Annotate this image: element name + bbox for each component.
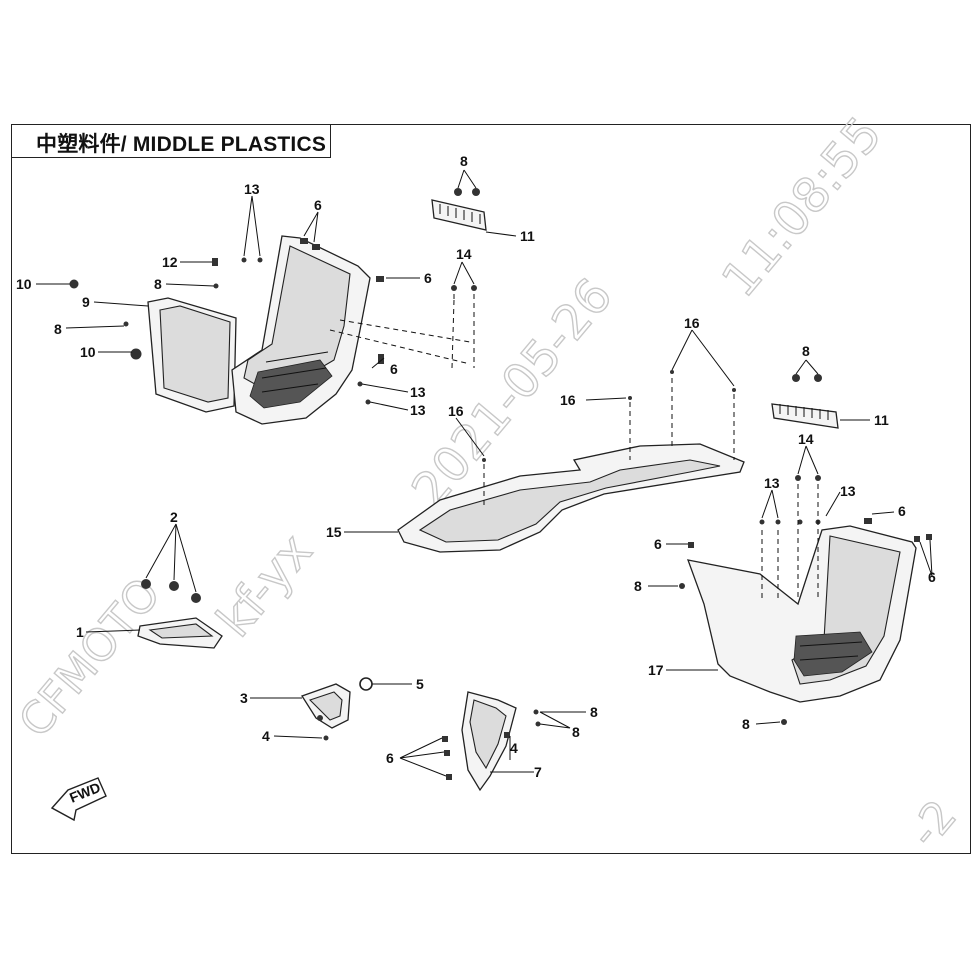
title-box xyxy=(11,124,331,158)
callout-numbers: 10 9 8 10 12 8 13 6 6 6 13 13 8 11 14 16… xyxy=(16,153,936,780)
callout-12: 12 xyxy=(162,254,178,270)
callout-14-b: 14 xyxy=(798,431,814,447)
callout-16-c: 16 xyxy=(684,315,700,331)
callout-13-b: 13 xyxy=(410,384,426,400)
watermark-brand: CFMOTO xyxy=(9,569,170,747)
callout-17: 17 xyxy=(648,662,664,678)
callout-10-b: 10 xyxy=(80,344,96,360)
callout-16-a: 16 xyxy=(448,403,464,419)
callout-6-d: 6 xyxy=(898,503,906,519)
callout-6-f: 6 xyxy=(654,536,662,552)
callout-11-a: 11 xyxy=(520,228,535,244)
fwd-arrow: FWD xyxy=(50,777,107,822)
watermark-user: kf-yx xyxy=(206,523,323,647)
clip-ring xyxy=(359,677,373,691)
small-cover xyxy=(301,683,351,729)
callout-6-b: 6 xyxy=(424,270,432,286)
page-title: 中塑料件/ MIDDLE PLASTICS xyxy=(36,133,327,156)
callout-8-c: 8 xyxy=(460,153,468,169)
callout-8-a: 8 xyxy=(54,321,62,337)
inner-panel xyxy=(461,691,517,792)
callout-4-a: 4 xyxy=(262,728,270,744)
callout-6-c: 6 xyxy=(390,361,398,377)
callout-1: 1 xyxy=(76,624,84,640)
callout-8-f: 8 xyxy=(742,716,750,732)
callout-6-e: 6 xyxy=(928,569,936,585)
callout-9: 9 xyxy=(82,294,90,310)
diagram-frame xyxy=(11,124,971,854)
callout-13-c: 13 xyxy=(410,402,426,418)
callout-13-a: 13 xyxy=(244,181,260,197)
callout-5: 5 xyxy=(416,676,424,692)
callout-8-h: 8 xyxy=(572,724,580,740)
right-footwell-assembly xyxy=(686,525,917,703)
callout-8-g: 8 xyxy=(590,704,598,720)
callout-7: 7 xyxy=(534,764,542,780)
callout-8-e: 8 xyxy=(634,578,642,594)
callout-13-e: 13 xyxy=(840,483,856,499)
callout-16-b: 16 xyxy=(560,392,576,408)
center-floor-panel xyxy=(397,443,745,553)
callout-2: 2 xyxy=(170,509,178,525)
callout-11-b: 11 xyxy=(874,412,889,428)
callout-3: 3 xyxy=(240,690,248,706)
callout-leaders xyxy=(36,169,933,777)
callout-4-b: 4 xyxy=(510,740,518,756)
callout-6-a: 6 xyxy=(314,197,322,213)
callout-13-d: 13 xyxy=(764,475,780,491)
left-footrest-plate xyxy=(431,199,487,231)
callout-8-d: 8 xyxy=(802,343,810,359)
callout-14-a: 14 xyxy=(456,246,472,262)
right-footrest-plate xyxy=(771,403,839,429)
bracket-plate xyxy=(137,617,223,649)
callout-8-b: 8 xyxy=(154,276,162,292)
callout-15: 15 xyxy=(326,524,342,540)
callout-6-g: 6 xyxy=(386,750,394,766)
watermark-time: 11:08:55 xyxy=(711,107,892,308)
watermark-corner: -2 xyxy=(899,791,966,857)
callout-10-a: 10 xyxy=(16,276,32,292)
left-footwell-assembly xyxy=(147,235,471,425)
